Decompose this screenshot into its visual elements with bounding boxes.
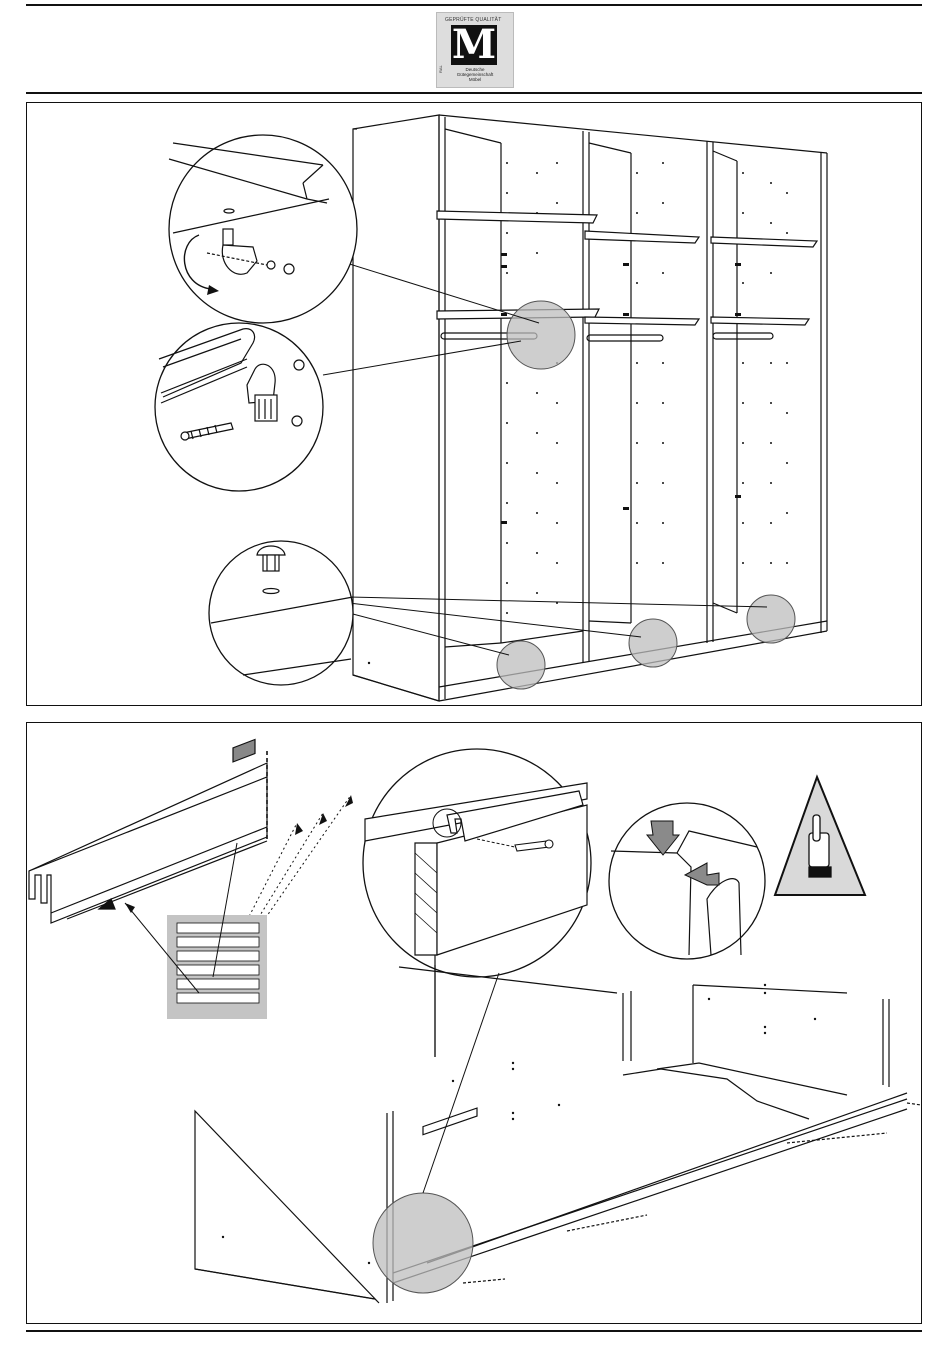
- top-rule: [26, 4, 922, 6]
- rail-middle: [587, 335, 663, 341]
- shelf-top-middle: [585, 231, 699, 243]
- shelf-lower-right: [711, 317, 809, 325]
- panel-rail-assembly: [26, 722, 922, 1324]
- logo-mark: M: [451, 25, 497, 65]
- rail-assembly-diagram: [27, 723, 921, 1323]
- wardrobe-left-side: [353, 115, 439, 701]
- shelf-lower-middle: [585, 317, 699, 325]
- highlight-bottom-middle: [629, 619, 677, 667]
- detail-rail-holder-screw: [155, 323, 323, 491]
- logo-side-text: RAL: [438, 65, 443, 73]
- highlight-rail-bottom: [373, 1193, 473, 1293]
- detail-door-overlap: [609, 803, 765, 959]
- shelf-pins: [501, 253, 741, 524]
- bottom-rule: [26, 1330, 922, 1332]
- warning-hand-icon: [775, 777, 865, 895]
- detail-cap-plug: [209, 541, 353, 685]
- logo-line3: Möbel: [437, 77, 513, 82]
- shelf-top-right: [711, 237, 817, 247]
- highlight-bottom-right: [747, 595, 795, 643]
- highlight-bottom-left: [497, 641, 545, 689]
- detail-rail-cross-section: [363, 749, 591, 977]
- detail-rail-holder-rotate: [169, 135, 357, 323]
- carcass-bottom-with-rail: [195, 955, 921, 1303]
- shelf-top-left: [437, 211, 597, 223]
- wardrobe-diagram: [27, 103, 921, 705]
- quality-seal-logo: GEPRÜFTE QUALITÄT M Deutsche Gütegemeins…: [436, 12, 514, 88]
- panel-wardrobe-interior: [26, 102, 922, 706]
- rail-right: [713, 333, 773, 339]
- rail-profile: [29, 739, 267, 923]
- highlight-rail-holder: [507, 301, 575, 369]
- header-rule: [26, 92, 922, 94]
